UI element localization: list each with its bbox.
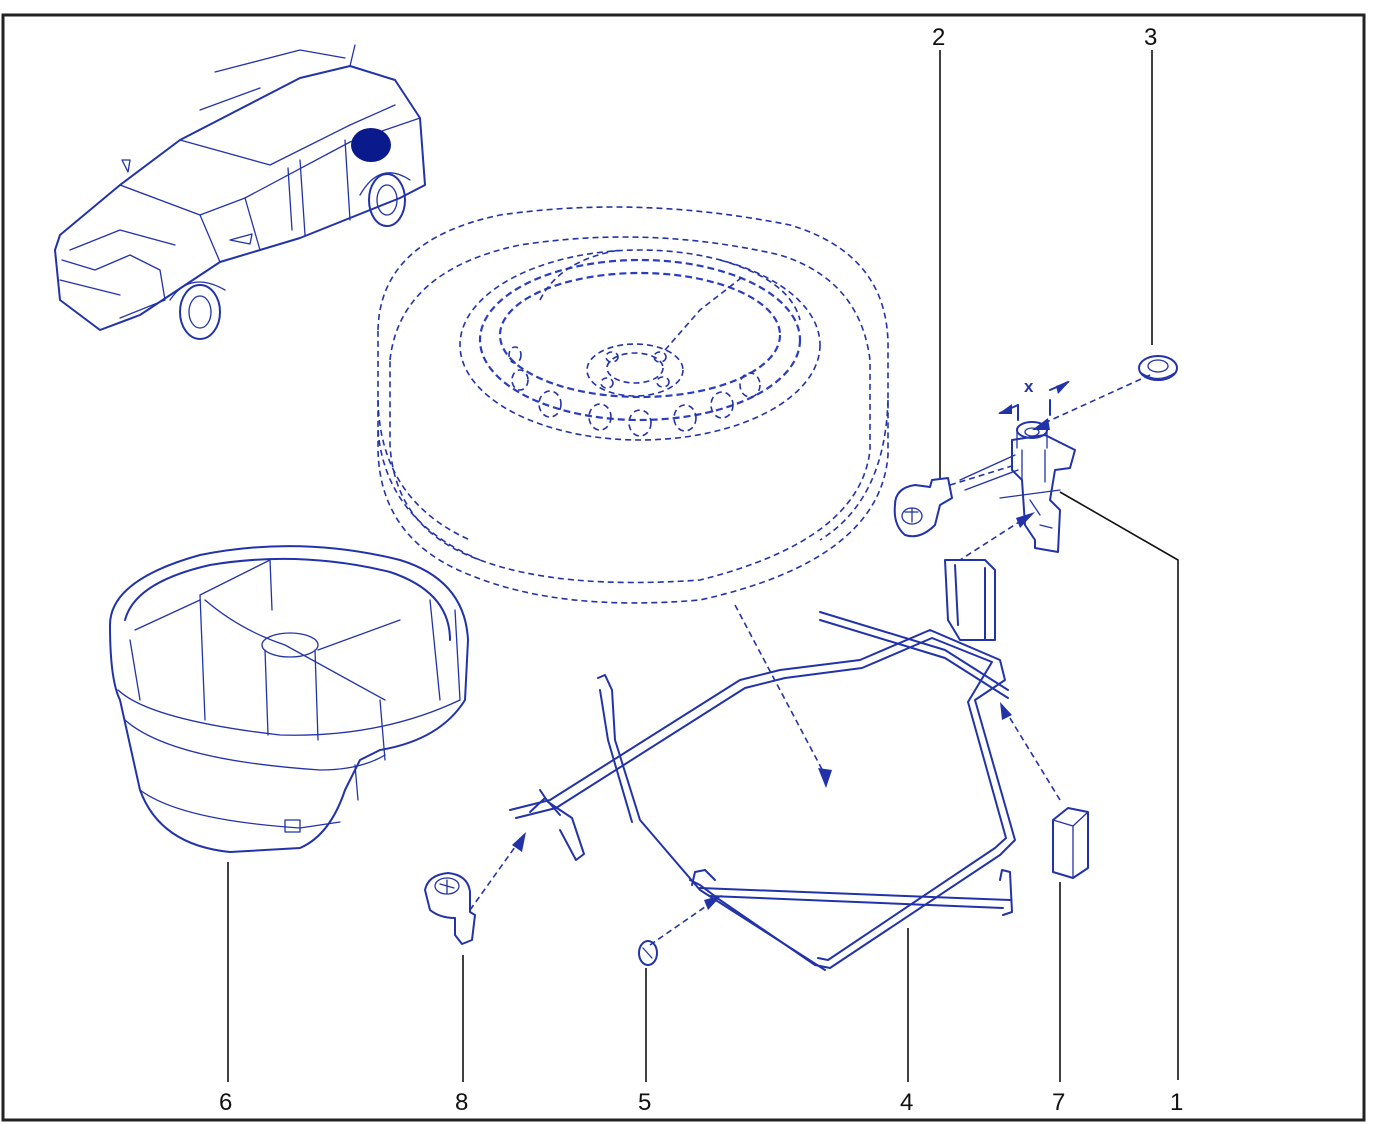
- dimension-x-label: x: [1024, 377, 1034, 396]
- diagram-frame: [1, 13, 1366, 1122]
- leader-lines: [227, 50, 1179, 1082]
- car-thumbnail: [54, 44, 426, 340]
- callout-labels: 2 3 6 8 5 4 7 1: [219, 24, 1183, 1116]
- part-1-bracket: x: [959, 377, 1076, 553]
- spare-wheel-location-marker: [351, 128, 391, 162]
- callout-8: 8: [455, 1089, 468, 1116]
- part-6-storage-tray: [109, 545, 469, 853]
- callout-4: 4: [900, 1089, 913, 1116]
- callout-5: 5: [638, 1089, 651, 1116]
- assembly-arrows: [469, 374, 1151, 946]
- part-2-bolt: [893, 477, 953, 538]
- callout-6: 6: [219, 1089, 232, 1116]
- spare-wheel-outline: [377, 206, 889, 604]
- callout-3: 3: [1144, 24, 1157, 51]
- callout-1: 1: [1170, 1089, 1183, 1116]
- callout-2: 2: [932, 24, 945, 51]
- part-4-wire-frame: [509, 559, 1016, 971]
- part-8-screw: [424, 872, 476, 945]
- part-7-pad: [1052, 807, 1089, 879]
- part-3-grommet: [1138, 355, 1178, 381]
- callout-7: 7: [1052, 1089, 1065, 1116]
- part-5-clip: [638, 940, 658, 966]
